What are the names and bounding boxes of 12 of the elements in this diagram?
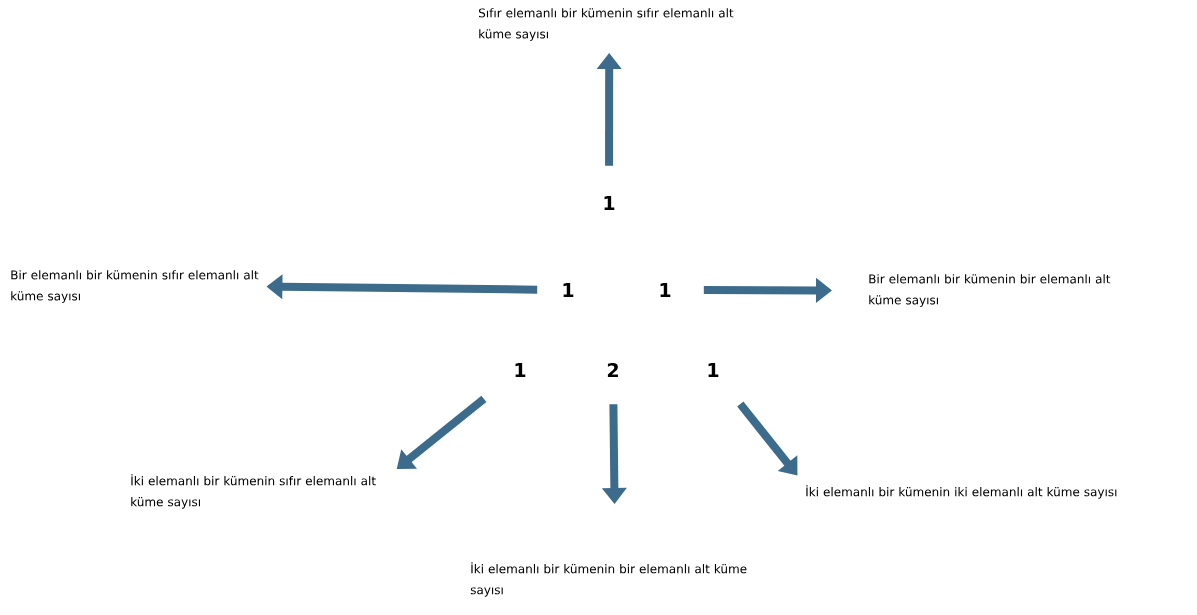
description-text: İki elemanlı bir kümenin sıfır elemanlı alt küme sayısı [131,474,376,509]
description-text: Bir elemanlı bir kümenin sıfır elemanlı alt küme sayısı [11,270,259,303]
number-label: 1 [604,196,615,210]
description-text: Sıfır elemanlı bir kümenin sıfır elemanlı alt küme sayısı [479,8,734,41]
number-label: 1 [563,283,574,297]
number-label: 1 [515,363,526,377]
description-text: Bir elemanlı bir kümenin bir elemanlı alt küme sayısı [869,274,1111,307]
number-label: 1 [660,283,671,297]
number-label: 2 [607,362,618,378]
number-label: 1 [708,363,719,377]
description-text: İki elemanlı bir kümenin bir elemanlı alt küme sayısı [470,562,747,597]
description-text: İki elemanlı bir kümenin iki elemanlı alt küme sayısı [806,485,1117,499]
